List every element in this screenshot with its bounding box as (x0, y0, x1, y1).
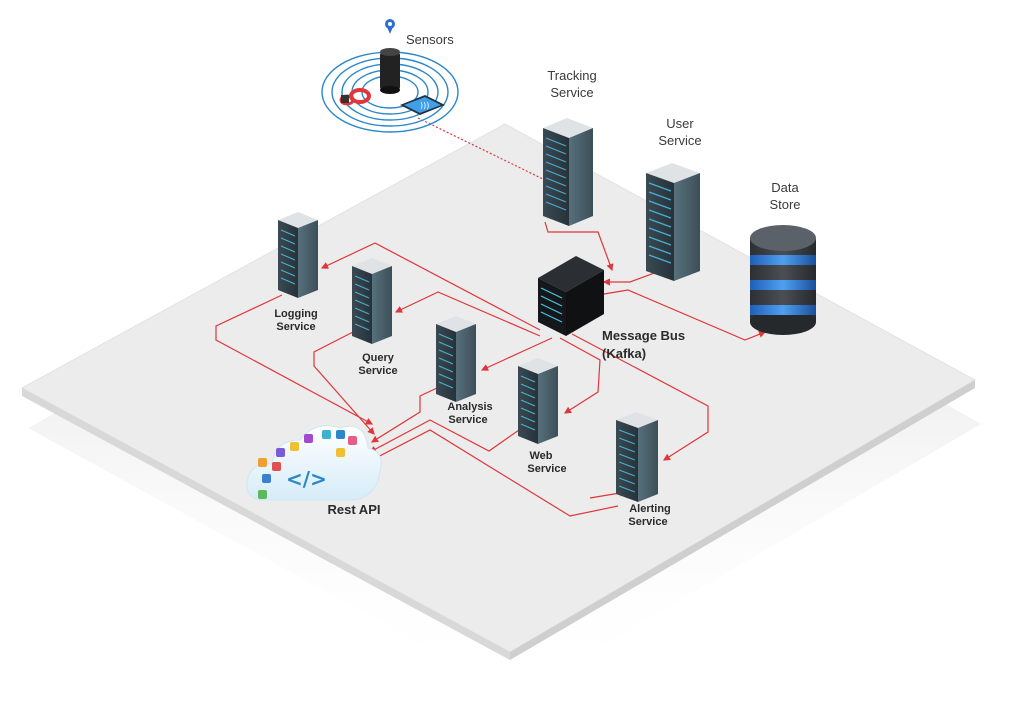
link-tracking-bus (544, 221, 614, 272)
analysis-service-label-1: Analysis (447, 401, 492, 413)
smartphone-icon: ))) (400, 95, 445, 115)
rest-api-glyph: </> (286, 467, 327, 491)
sensors-group: ))) Sensors (321, 19, 459, 133)
analysis-service-label-2: Service (448, 414, 487, 426)
link-sensors-tracking (417, 117, 546, 181)
web-service-server (518, 358, 558, 444)
rest-api-label: Rest API (328, 502, 381, 517)
link-bus-query (394, 291, 541, 337)
link-bus-datastore (603, 289, 767, 341)
message-bus-box (538, 256, 604, 336)
alerting-service-label-2: Service (628, 516, 667, 528)
link-analysis-api (370, 387, 438, 443)
app-icons (258, 430, 357, 499)
tracking-service-label-2: Service (550, 85, 593, 100)
link-query-api (313, 331, 375, 435)
sensors-label: Sensors (406, 32, 454, 47)
alerting-service-server (616, 412, 658, 502)
alerting-service-label-1: Alerting (629, 503, 671, 515)
link-bus-web (559, 337, 601, 414)
data-store-label-1: Data (771, 180, 799, 195)
user-service-label-1: User (666, 116, 694, 131)
link-bus-logging (320, 242, 541, 331)
platform (20, 123, 981, 696)
query-service-label-1: Query (362, 352, 395, 364)
user-service-label-2: Service (658, 133, 701, 148)
logging-service-label-1: Logging (274, 308, 317, 320)
query-service-server (352, 258, 392, 344)
web-service-label-2: Service (527, 463, 566, 475)
link-bus-analysis (480, 337, 553, 371)
message-bus-label-2: (Kafka) (602, 346, 646, 361)
link-logging-api (215, 294, 374, 425)
rest-api-cloud: </> (246, 425, 382, 501)
fitness-band-icon (339, 88, 371, 106)
link-alerting-api (366, 429, 619, 517)
message-bus-label-1: Message Bus (602, 328, 685, 343)
tracking-service-server (543, 118, 593, 226)
tracking-service-label-1: Tracking (547, 68, 596, 83)
logging-service-server (278, 212, 318, 298)
link-bus-alerting (571, 333, 709, 461)
web-service-label-1: Web (529, 450, 552, 462)
location-pin-icon (385, 19, 395, 34)
analysis-service-server (436, 316, 476, 402)
query-service-label-2: Service (358, 365, 397, 377)
code-brackets-icon: </> (286, 467, 327, 491)
data-store-label-2: Store (769, 197, 800, 212)
svg-text:))): ))) (420, 101, 429, 110)
logging-service-label-2: Service (276, 321, 315, 333)
connections (215, 117, 767, 517)
data-store-cylinder (750, 225, 816, 335)
link-web-api (368, 419, 520, 453)
smart-speaker-icon (380, 48, 400, 94)
user-service-server (646, 163, 700, 281)
